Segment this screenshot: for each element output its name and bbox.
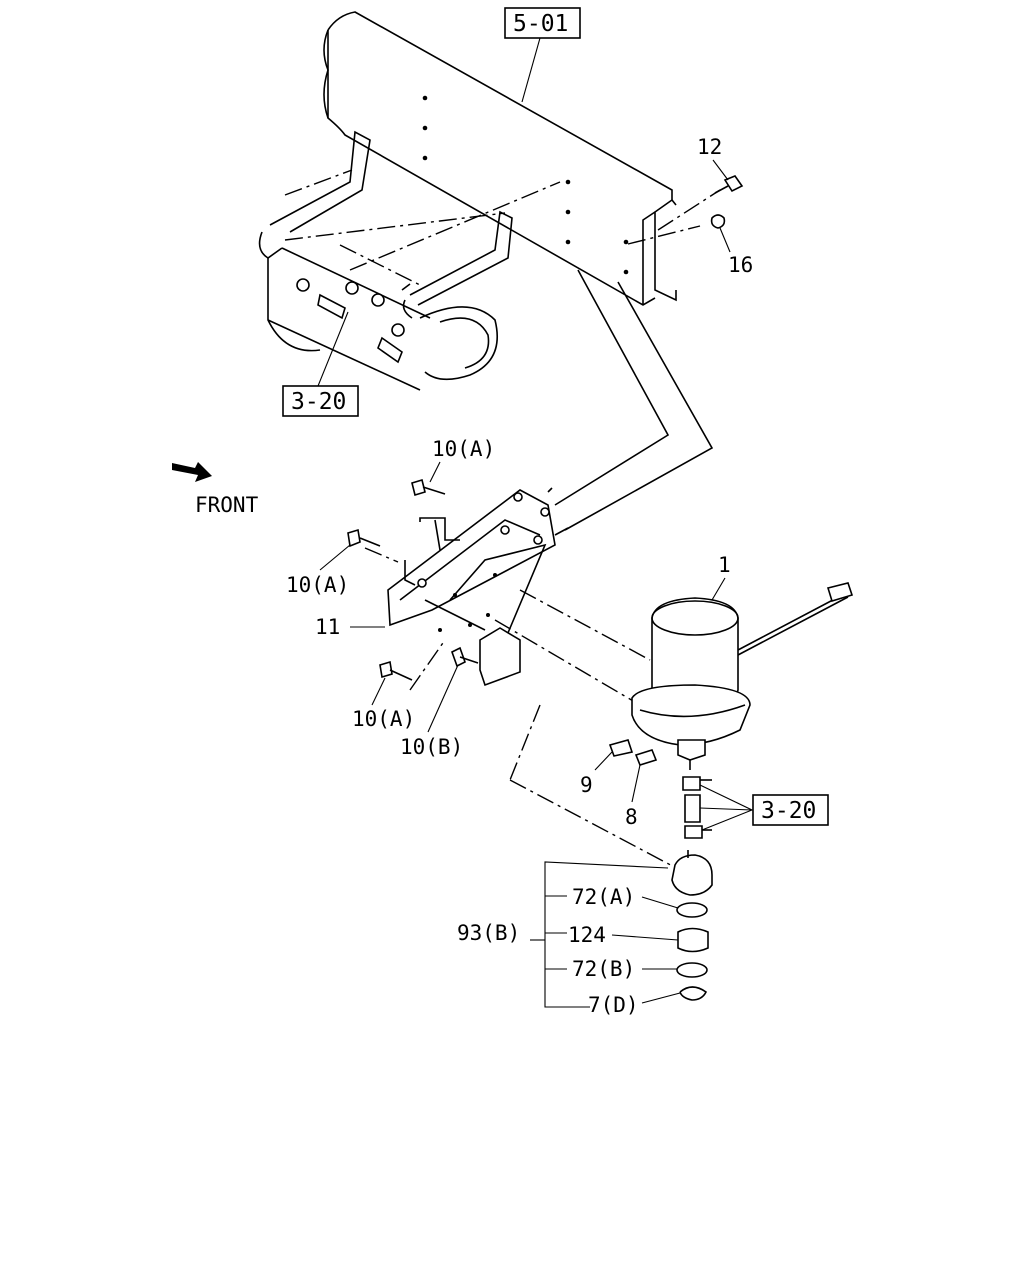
- air-dryer: [608, 582, 854, 770]
- part-label-16: 16: [728, 253, 753, 277]
- kit-bracket: [544, 861, 669, 1008]
- part-label-8: 8: [625, 805, 638, 829]
- front-label: FRONT: [195, 493, 259, 517]
- part-label-10a-top: 10(A): [432, 437, 495, 461]
- part-label-11: 11: [315, 615, 340, 639]
- ref-box-tank[interactable]: 3-20: [282, 385, 359, 417]
- part-label-93b: 93(B): [457, 921, 520, 945]
- alignment-lines: [284, 169, 721, 871]
- leader-10a-bottom: [371, 677, 386, 706]
- leader-72a: [641, 896, 679, 909]
- part-label-72b: 72(B): [572, 957, 635, 981]
- leader-pipes: [699, 784, 754, 831]
- leader-8: [631, 764, 641, 803]
- part-label-7d: 7(D): [588, 993, 639, 1017]
- leader-10a-top: [429, 461, 441, 483]
- bracket: [387, 487, 569, 687]
- part-label-1: 1: [718, 553, 731, 577]
- leader-tank: [317, 311, 349, 387]
- leader-9: [594, 751, 613, 771]
- ref-box-pipes[interactable]: 3-20: [752, 794, 829, 826]
- ref-pipes-label: 3-20: [761, 798, 816, 824]
- ref-box-frame[interactable]: 5-01: [504, 7, 581, 39]
- pipe-fittings: [682, 776, 712, 839]
- leader-124: [611, 934, 679, 941]
- connector-lines: [554, 269, 714, 531]
- part-label-124: 124: [568, 923, 606, 947]
- leader-10b: [427, 664, 459, 733]
- part-label-72a: 72(A): [572, 885, 635, 909]
- frame-rail: [323, 11, 677, 306]
- valve-assembly: [671, 850, 713, 1001]
- part-label-12: 12: [697, 135, 722, 159]
- part-label-10a-bottom: 10(A): [352, 707, 415, 731]
- part-label-9: 9: [580, 773, 593, 797]
- leader-frame: [521, 37, 541, 103]
- leader-10a-left: [319, 544, 351, 571]
- part-label-10b: 10(B): [400, 735, 463, 759]
- leader-16: [719, 227, 731, 253]
- air-tank: [258, 130, 513, 391]
- leader-7d: [641, 992, 681, 1004]
- ref-frame-label: 5-01: [513, 11, 568, 37]
- part-label-10a-left: 10(A): [286, 573, 349, 597]
- leader-pipes-mid: [699, 807, 753, 811]
- front-arrow-icon: [172, 462, 212, 482]
- leader-1: [711, 577, 726, 601]
- bolts: [347, 175, 744, 681]
- leader-12: [712, 159, 729, 181]
- ref-tank-label: 3-20: [291, 389, 346, 415]
